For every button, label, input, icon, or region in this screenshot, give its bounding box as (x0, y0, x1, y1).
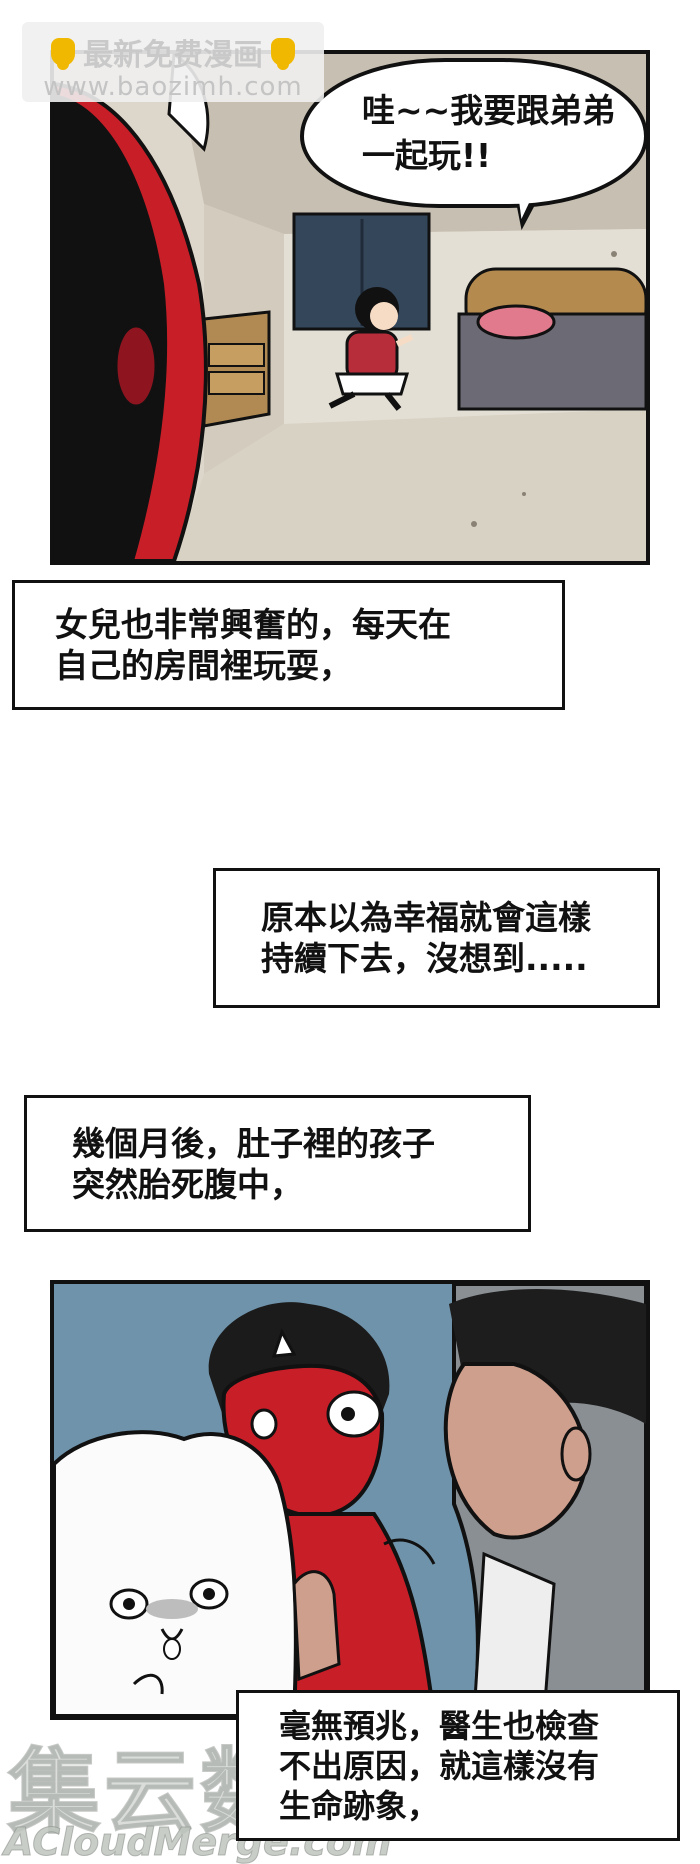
narration-1-line-2: 自己的房間裡玩耍， (55, 646, 352, 685)
watermark-top: 最新免费漫画 www.baozimh.com (22, 22, 324, 102)
dresser (202, 310, 271, 428)
characters-illustration (54, 1284, 646, 1716)
narration-box-4: 毫無預兆，醫生也檢查 不出原因，就這樣沒有 生命跡象， (236, 1690, 680, 1841)
narration-3-line-2: 突然胎死腹中， (72, 1164, 303, 1204)
narration-4-line-3: 生命跡象， (279, 1786, 440, 1825)
narration-2-line-1: 原本以為幸福就會這樣 (261, 898, 591, 937)
speech-line-1: 哇~~我要跟弟弟 (362, 91, 616, 130)
speech-bubble: 哇~~我要跟弟弟 一起玩!! (300, 58, 648, 208)
narration-4-line-2: 不出原因，就這樣沒有 (279, 1746, 600, 1785)
narration-box-1: 女兒也非常興奮的，每天在 自己的房間裡玩耍， (12, 580, 565, 710)
watermark-top-line2: www.baozimh.com (43, 72, 303, 102)
comic-panel-characters (50, 1280, 650, 1720)
girl-character (328, 287, 414, 411)
white-blob-character (54, 1430, 298, 1716)
narration-1-line-1: 女兒也非常興奮的，每天在 (55, 605, 451, 644)
narration-2-line-2: 持續下去，沒想到..... (261, 939, 588, 978)
hand (292, 1570, 341, 1682)
speech-line-2: 一起玩!! (362, 136, 492, 175)
pointing-hand-icon (51, 38, 75, 70)
demon-head-foreground (54, 54, 210, 561)
narration-box-2: 原本以為幸福就會這樣 持續下去，沒想到..... (213, 868, 660, 1008)
pointing-hand-icon (271, 38, 295, 70)
watermark-top-line1: 最新免费漫画 (42, 30, 304, 74)
narration-4-line-1: 毫無預兆，醫生也檢查 (279, 1706, 600, 1745)
narration-box-3: 幾個月後，肚子裡的孩子 突然胎死腹中， (24, 1095, 531, 1232)
narration-3-line-1: 幾個月後，肚子裡的孩子 (72, 1123, 435, 1163)
bed (457, 267, 646, 411)
man-character (443, 1284, 646, 1716)
